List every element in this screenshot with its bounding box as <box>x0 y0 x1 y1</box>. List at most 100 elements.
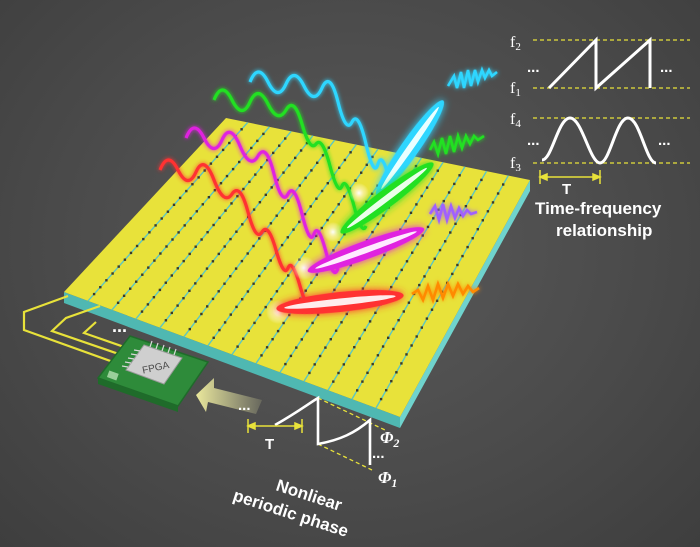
unit-cell <box>311 321 314 325</box>
unit-cell <box>92 292 96 296</box>
unit-cell <box>374 311 377 314</box>
unit-cell <box>256 139 259 143</box>
unit-cell <box>309 205 312 208</box>
unit-cell <box>392 327 395 331</box>
unit-cell <box>185 189 188 193</box>
unit-cell <box>438 248 442 252</box>
unit-cell <box>140 310 144 313</box>
beam-green-core <box>347 167 427 229</box>
unit-cell <box>166 210 170 213</box>
incident-wave-green <box>212 88 368 231</box>
unit-cell <box>191 183 194 186</box>
unit-cell <box>135 280 138 283</box>
unit-cell <box>313 363 316 366</box>
unit-cell <box>275 290 279 293</box>
unit-cell <box>399 228 402 231</box>
unit-cell <box>170 311 173 315</box>
unit-cell <box>363 328 366 332</box>
unit-cell <box>334 329 338 332</box>
unit-cell <box>400 362 403 365</box>
unit-cell <box>371 155 374 159</box>
unit-cell <box>397 319 400 322</box>
unit-cell <box>294 156 297 160</box>
fpga-chip-icon <box>121 340 183 385</box>
unit-cell <box>148 231 151 234</box>
unit-cell <box>430 308 434 311</box>
unit-cell <box>303 212 307 216</box>
unit-cell <box>405 353 408 356</box>
unit-cell <box>310 169 313 172</box>
period-marker-top <box>538 170 602 184</box>
unit-cell <box>164 319 168 322</box>
phase-panel: ... ... Φ2 Φ1 T Nonliear periodic phase <box>231 395 399 541</box>
unit-cell <box>160 217 163 220</box>
unit-cell <box>337 241 341 244</box>
unit-cell <box>122 294 126 297</box>
unit-cell <box>329 338 332 341</box>
unit-cell <box>337 371 340 375</box>
unit-cell <box>304 289 307 292</box>
unit-cell <box>258 274 261 278</box>
unit-cell <box>211 260 215 263</box>
unit-cell <box>372 270 375 273</box>
dashed-guides <box>533 39 690 164</box>
unit-cell <box>365 200 368 204</box>
f3-label: f3 <box>510 155 521 174</box>
unit-cell <box>176 304 179 307</box>
unit-cell <box>201 203 204 206</box>
unit-cell <box>281 282 284 285</box>
unit-cell <box>258 313 262 317</box>
unit-cell <box>146 303 150 306</box>
left-arrow-icon <box>196 378 262 414</box>
unit-cell <box>188 327 191 331</box>
beam-magenta-core <box>315 231 417 269</box>
unit-cell <box>205 267 209 270</box>
unit-cell <box>135 244 139 248</box>
unit-cell <box>189 217 192 220</box>
unit-cell <box>247 329 250 332</box>
sinusoid-ellipsis-right: ... <box>658 132 671 149</box>
unit-cell <box>276 178 279 182</box>
unit-cell <box>366 371 369 374</box>
sawtooth-ellipsis-left: ... <box>527 59 540 76</box>
unit-cell <box>332 249 335 252</box>
unit-cell <box>358 337 361 340</box>
substrate-right-side <box>400 180 530 428</box>
unit-cell <box>308 371 311 375</box>
unit-cell <box>404 220 407 223</box>
unit-cell <box>320 189 324 193</box>
unit-cell <box>295 346 298 349</box>
output-wave-magenta <box>428 201 478 226</box>
unit-cell <box>454 222 457 225</box>
unit-cell <box>228 141 231 145</box>
unit-cell <box>407 301 411 304</box>
unit-cell <box>420 194 423 198</box>
unit-cell <box>278 144 281 147</box>
unit-cell <box>211 297 215 301</box>
unit-cell <box>383 253 386 257</box>
unit-cell <box>486 210 490 213</box>
unit-cell <box>288 164 291 167</box>
unit-cell <box>147 266 150 269</box>
unit-cell <box>299 149 303 152</box>
phase-dashed-guides <box>317 397 386 471</box>
output-wave-orange <box>411 279 480 305</box>
unit-cell <box>99 286 102 289</box>
unit-cell <box>242 337 245 340</box>
unit-cell <box>242 187 245 191</box>
phase-ellipsis-left: ... <box>238 397 251 414</box>
unit-cell <box>376 184 379 187</box>
unit-cell <box>347 354 351 357</box>
unit-cell <box>264 305 267 309</box>
unit-cell <box>444 240 447 243</box>
unit-cell <box>203 169 206 172</box>
f2-label: f2 <box>510 34 521 53</box>
unit-cell <box>464 205 468 208</box>
unit-cell <box>225 174 229 178</box>
unit-cell <box>105 279 108 282</box>
unit-cell <box>371 362 374 366</box>
unit-cell <box>447 191 451 194</box>
unit-cell <box>158 288 162 292</box>
unit-cell <box>496 192 500 195</box>
